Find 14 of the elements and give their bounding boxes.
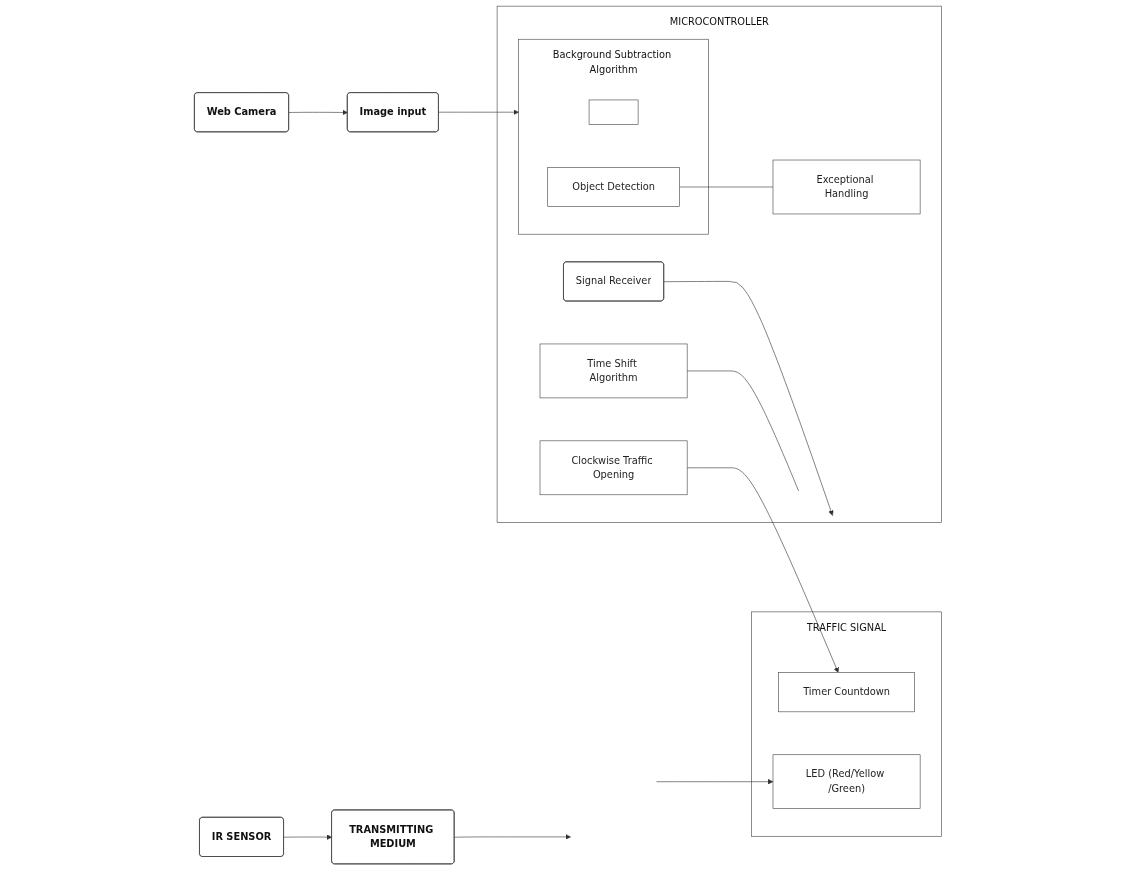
- process-box: Time Shift Algorithm: [539, 343, 688, 399]
- empty-box: [588, 99, 639, 125]
- process-box: Object Detection: [547, 167, 680, 207]
- process-box: Timer Countdown: [778, 672, 915, 713]
- process-box: Web Camera: [194, 92, 289, 133]
- process-box: TRANSMITTING MEDIUM: [331, 809, 455, 865]
- process-box: IR SENSOR: [199, 816, 284, 857]
- process-box: LED (Red/Yellow /Green): [772, 754, 921, 809]
- process-box: Image input: [347, 92, 439, 133]
- process-box: Clockwise Traffic Opening: [539, 440, 688, 496]
- connector-line: [686, 370, 799, 492]
- connector-line: [679, 186, 774, 188]
- process-box: Exceptional Handling: [772, 159, 921, 215]
- process-box: Signal Receiver: [563, 261, 664, 302]
